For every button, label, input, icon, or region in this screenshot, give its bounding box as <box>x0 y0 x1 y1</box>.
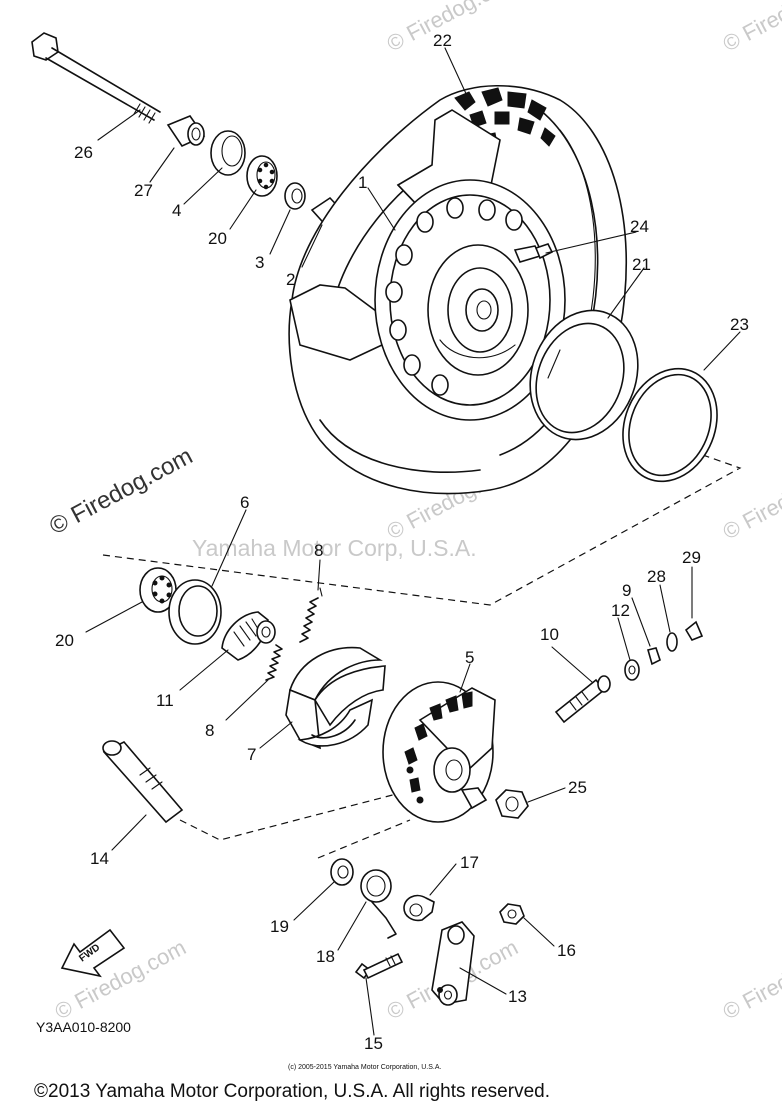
label-part-24: 24 <box>630 217 649 236</box>
drum-ring <box>529 309 639 441</box>
label-part-7: 7 <box>247 745 256 764</box>
small-copyright: (c) 2005-2015 Yamaha Motor Corporation, … <box>288 1064 441 1071</box>
axle-bolt <box>31 32 161 124</box>
watermark-yamaha: Yamaha Motor Corp, U.S.A. <box>192 535 477 561</box>
panel-fins <box>404 691 473 793</box>
label-part-27: 27 <box>134 181 153 200</box>
label-part-6: 6 <box>240 493 249 512</box>
label-part-23: 23 <box>730 315 749 334</box>
indicator-plate <box>403 894 435 922</box>
label-part-11: 11 <box>156 691 174 710</box>
brake-lever-arm <box>431 921 475 1006</box>
watermark-firedog-1: © Firedog.com <box>383 0 522 56</box>
bearing-upper <box>246 155 278 197</box>
oil-seal <box>210 130 246 176</box>
label-part-5: 5 <box>465 648 474 667</box>
cam-shaft <box>554 675 611 724</box>
label-part-3: 3 <box>255 253 264 272</box>
label-part-28: 28 <box>647 567 666 586</box>
pin-28 <box>666 632 678 652</box>
pin-29 <box>684 620 704 641</box>
label-part-10: 10 <box>540 625 559 644</box>
return-spring <box>360 869 397 939</box>
label-part-20b: 20 <box>55 631 74 650</box>
label-part-19: 19 <box>270 917 289 936</box>
label-part-22: 22 <box>433 31 452 50</box>
footer-copyright: ©2013 Yamaha Motor Corporation, U.S.A. A… <box>34 1081 550 1102</box>
label-part-2: 2 <box>286 270 295 289</box>
label-part-16: 16 <box>557 941 576 960</box>
washer <box>624 659 640 681</box>
brake-shoes <box>285 646 386 750</box>
lever-nut <box>499 903 525 925</box>
label-part-14: 14 <box>90 849 109 868</box>
brake-panel <box>382 681 496 823</box>
o-ring <box>622 367 718 483</box>
collar <box>166 115 206 148</box>
pin-9 <box>647 647 661 666</box>
lever-bolt <box>354 952 404 980</box>
label-part-9: 9 <box>622 581 631 600</box>
rim-holes <box>385 197 523 396</box>
lever-washer <box>330 858 354 886</box>
label-part-21: 21 <box>632 255 651 274</box>
watermark-firedog-5: © Firedog.com <box>719 454 782 544</box>
label-part-8b: 8 <box>205 721 214 740</box>
leader-lines <box>85 47 741 1036</box>
watermark-firedog-3: © Firedog.com <box>45 442 197 540</box>
label-part-20a: 20 <box>208 229 227 248</box>
spacer-ring <box>284 182 306 210</box>
label-part-25: 25 <box>568 778 587 797</box>
label-part-12: 12 <box>611 601 630 620</box>
watermark-firedog-2: © Firedog.com <box>719 0 782 56</box>
shoe-spring-upper <box>299 587 323 643</box>
label-part-29: 29 <box>682 548 701 567</box>
assembly-lines <box>102 439 742 859</box>
drum-seal <box>168 579 222 645</box>
shoe-spring-lower <box>265 644 283 681</box>
label-part-1: 1 <box>358 173 367 192</box>
tire-valve <box>513 243 554 263</box>
label-part-15: 15 <box>364 1034 383 1053</box>
anchor-shaft <box>102 740 184 824</box>
label-part-17: 17 <box>460 853 479 872</box>
label-part-8a: 8 <box>314 541 323 560</box>
part-number-labels: 22 1 2 3 20 4 27 26 24 21 23 6 8 20 11 8… <box>55 31 749 1053</box>
label-part-26: 26 <box>74 143 93 162</box>
flange-nut <box>495 789 529 819</box>
brake-cam <box>221 611 276 661</box>
diagram-code: Y3AA010-8200 <box>36 1019 131 1035</box>
label-part-13: 13 <box>508 987 527 1006</box>
label-part-4: 4 <box>172 201 181 220</box>
label-part-18: 18 <box>316 947 335 966</box>
watermark-firedog-8: © Firedog.com <box>719 934 782 1024</box>
